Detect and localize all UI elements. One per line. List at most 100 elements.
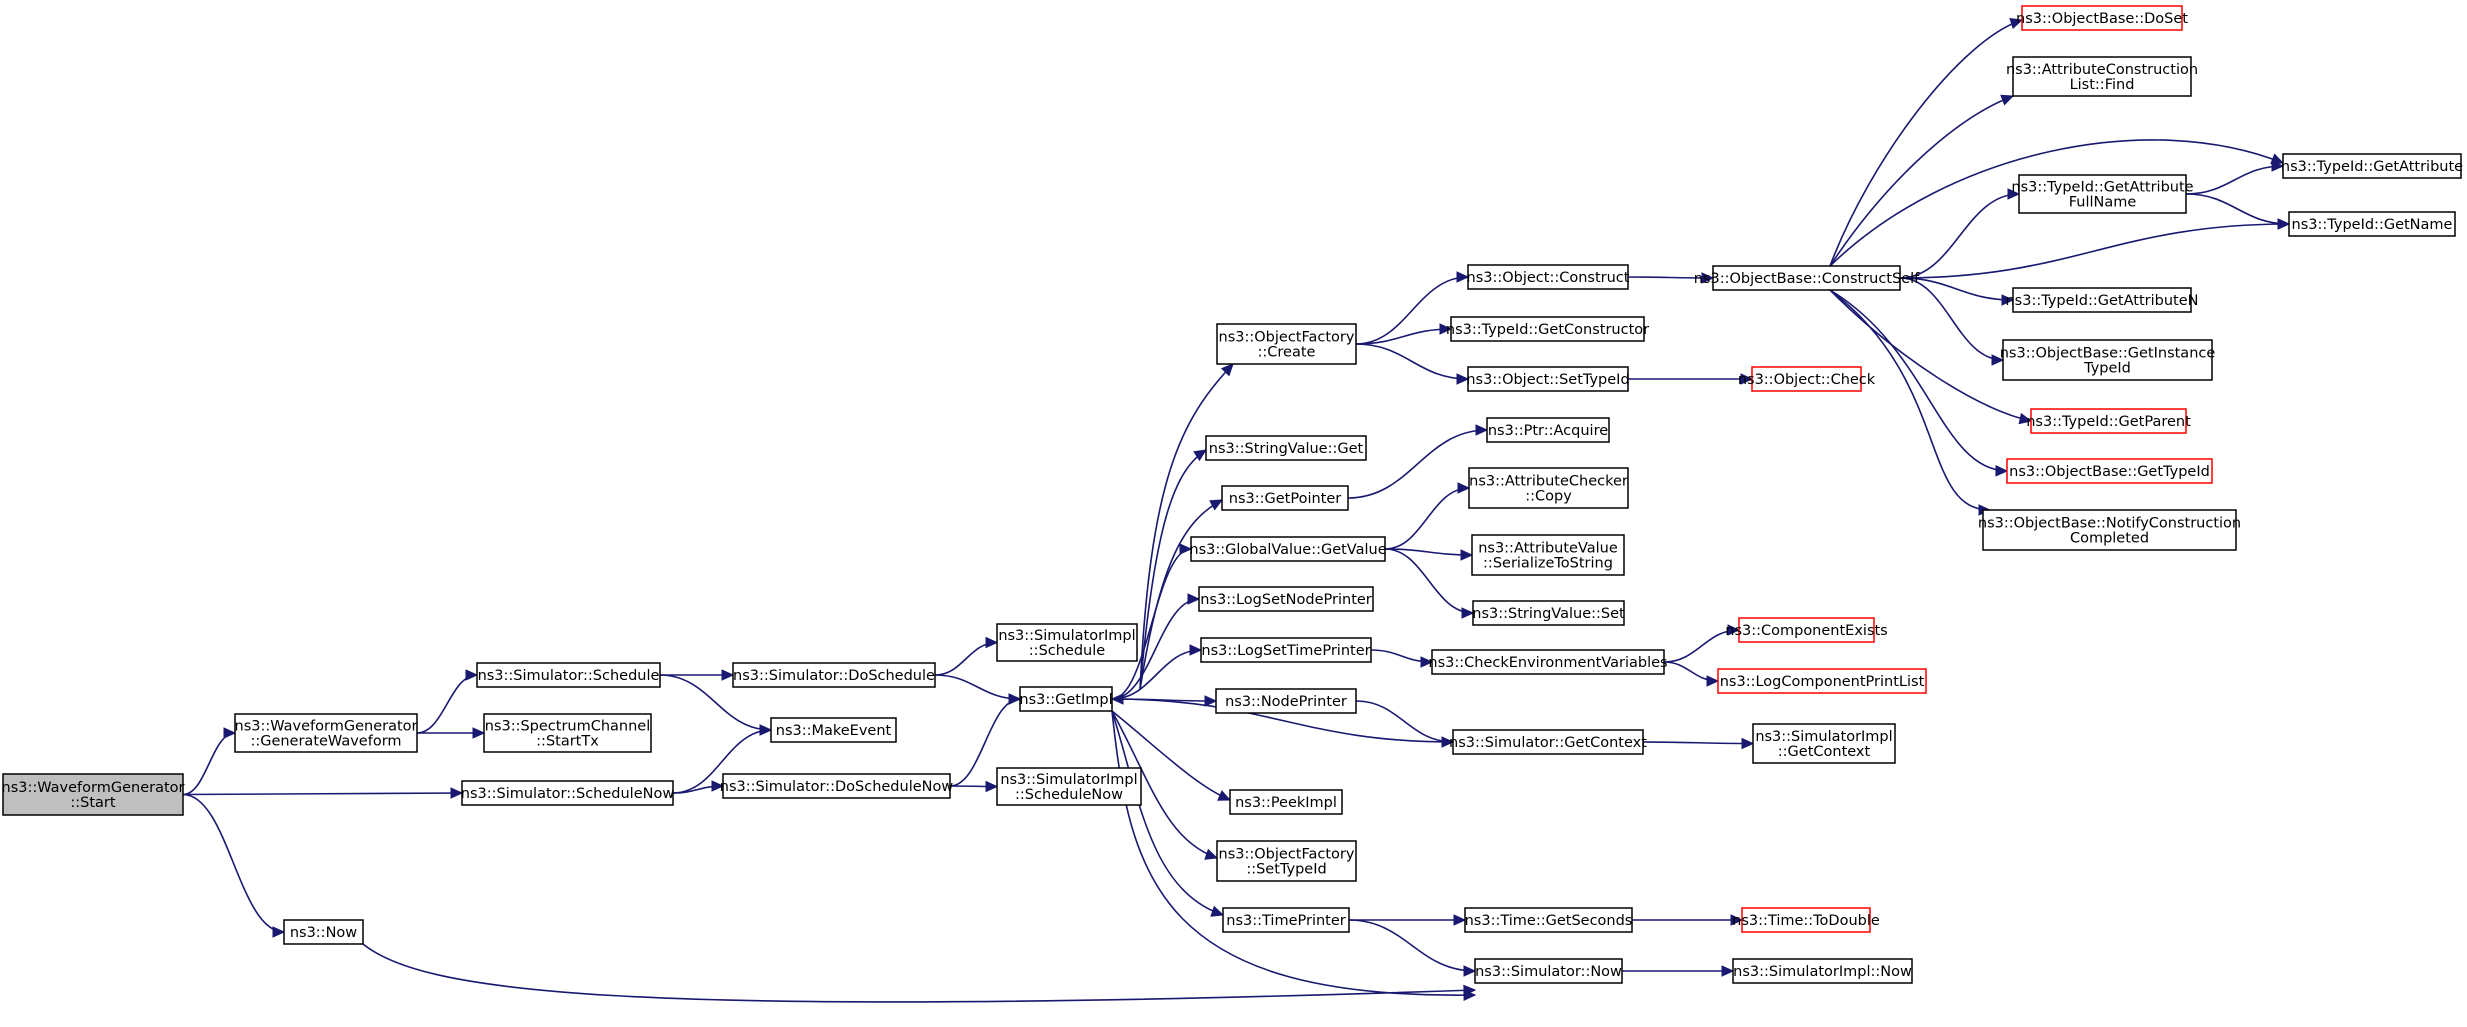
node-peekimpl[interactable]: ns3::PeekImpl — [1229, 789, 1343, 815]
node-label: ns3::AttributeConstruction — [2006, 62, 2198, 78]
node-sim_now[interactable]: ns3::Simulator::Now — [1474, 958, 1623, 984]
node-stringvalue_get[interactable]: ns3::StringValue::Get — [1205, 435, 1367, 461]
node-simimpl_schedulenow[interactable]: ns3::SimulatorImpl::ScheduleNow — [996, 767, 1142, 806]
node-box — [1468, 467, 1629, 509]
node-time_getseconds[interactable]: ns3::Time::GetSeconds — [1464, 907, 1633, 933]
node-label: ::SerializeToString — [1483, 556, 1613, 572]
node-schedulenow[interactable]: ns3::Simulator::ScheduleNow — [461, 780, 675, 806]
node-object_check[interactable]: ns3::Object::Check — [1738, 366, 1876, 392]
node-typeid_getparent[interactable]: ns3::TypeId::GetParent — [2026, 408, 2191, 434]
node-label: ns3::TimePrinter — [1226, 913, 1346, 929]
node-label: ns3::SimulatorImpl — [998, 628, 1135, 644]
node-simimpl_getcontext[interactable]: ns3::SimulatorImpl::GetContext — [1752, 723, 1896, 764]
node-attrvalue_serialize[interactable]: ns3::AttributeValue::SerializeToString — [1471, 534, 1625, 576]
node-object_settypeid[interactable]: ns3::Object::SetTypeId — [1466, 366, 1630, 392]
edge-genwave-to-schedule — [416, 669, 479, 734]
node-attrchecker_copy[interactable]: ns3::AttributeChecker::Copy — [1468, 467, 1629, 509]
node-objfactory_settypeid[interactable]: ns3::ObjectFactory::SetTypeId — [1216, 840, 1357, 882]
node-time_todouble[interactable]: ns3::Time::ToDouble — [1732, 907, 1880, 933]
node-componentexists[interactable]: ns3::ComponentExists — [1725, 617, 1888, 643]
node-box — [996, 623, 1138, 662]
node-label: ns3::LogSetNodePrinter — [1200, 592, 1372, 608]
node-label: ns3::Simulator::ScheduleNow — [461, 786, 675, 802]
edge-schedulenow-to-doschedulenow — [672, 780, 725, 794]
node-objbase_doset[interactable]: ns3::ObjectBase::DoSet — [2016, 5, 2188, 31]
node-box — [1215, 688, 1357, 714]
node-label: ns3::ObjectBase::GetInstance — [2000, 346, 2216, 362]
edge-objfactory_create-to-object_settypeid — [1355, 343, 1470, 385]
edge-doschedulenow-to-simimpl_schedulenow — [949, 780, 999, 793]
edge-objbase_constructself-to-objbase_notifyconstruction — [1829, 289, 1992, 516]
edge-globalvalue_getvalue-to-stringvalue_set — [1384, 548, 1475, 619]
edge-sim_getcontext-to-simimpl_getcontext — [1642, 737, 1755, 750]
node-objbase_constructself[interactable]: ns3::ObjectBase::ConstructSelf — [1694, 265, 1920, 291]
node-label: ns3::NodePrinter — [1225, 694, 1347, 710]
node-label: ns3::GlobalValue::GetValue — [1189, 542, 1386, 558]
node-start[interactable]: ns3::WaveformGenerator::Start — [2, 773, 185, 816]
node-label: ns3::TypeId::GetConstructor — [1446, 322, 1649, 338]
edge-sim_getcontext-to-getimpl — [1110, 693, 1454, 743]
node-simimpl_now[interactable]: ns3::SimulatorImpl::Now — [1732, 958, 1913, 984]
node-label: ::SetTypeId — [1246, 862, 1326, 878]
node-ptr_acquire[interactable]: ns3::Ptr::Acquire — [1486, 417, 1610, 443]
node-label: ns3::LogSetTimePrinter — [1201, 643, 1370, 659]
node-box — [1471, 534, 1625, 576]
node-schedule[interactable]: ns3::Simulator::Schedule — [476, 662, 661, 688]
node-label: ns3::TypeId::GetParent — [2026, 414, 2191, 430]
node-globalvalue_getvalue[interactable]: ns3::GlobalValue::GetValue — [1189, 536, 1387, 562]
node-label: ns3::GetImpl — [1019, 692, 1112, 708]
node-typeid_getattribute[interactable]: ns3::TypeId::GetAttribute — [2281, 153, 2463, 179]
node-logcomponentprintlist[interactable]: ns3::LogComponentPrintList — [1717, 668, 1927, 694]
node-label: ::GetContext — [1778, 744, 1871, 760]
node-checkenv[interactable]: ns3::CheckEnvironmentVariables — [1428, 649, 1668, 675]
node-box — [2030, 408, 2187, 434]
node-sim_getcontext[interactable]: ns3::Simulator::GetContext — [1449, 729, 1647, 755]
node-typeid_getattributen[interactable]: ns3::TypeId::GetAttributeN — [2005, 287, 2199, 313]
node-objbase_gettypeid[interactable]: ns3::ObjectBase::GetTypeId — [2006, 458, 2213, 484]
node-getimpl[interactable]: ns3::GetImpl — [1019, 686, 1113, 712]
node-now_root[interactable]: ns3::Now — [283, 919, 364, 945]
node-box — [1200, 637, 1372, 663]
node-timeprinter[interactable]: ns3::TimePrinter — [1222, 907, 1350, 933]
node-logsettimeprinter[interactable]: ns3::LogSetTimePrinter — [1200, 637, 1372, 663]
node-stringvalue_set[interactable]: ns3::StringValue::Set — [1472, 600, 1625, 626]
node-label: ns3::Simulator::Schedule — [478, 668, 660, 684]
node-box — [1486, 417, 1610, 443]
node-genwave[interactable]: ns3::WaveformGenerator::GenerateWaveform — [234, 713, 418, 753]
node-doschedule[interactable]: ns3::Simulator::DoSchedule — [732, 662, 936, 688]
node-box — [1216, 840, 1357, 882]
edge-now_root-to-sim_now — [362, 943, 1477, 1003]
node-doschedulenow[interactable]: ns3::Simulator::DoScheduleNow — [720, 773, 954, 799]
edge-start-to-now_root — [182, 793, 286, 938]
node-label: ns3::CheckEnvironmentVariables — [1428, 655, 1667, 671]
node-typeid_getconstructor[interactable]: ns3::TypeId::GetConstructor — [1446, 316, 1649, 342]
node-box — [770, 717, 897, 743]
edge-logsettimeprinter-to-checkenv — [1370, 649, 1434, 668]
node-objfactory_create[interactable]: ns3::ObjectFactory::Create — [1216, 323, 1357, 365]
node-label: ns3::SpectrumChannel — [485, 719, 651, 735]
node-label: ns3::Object::Check — [1738, 372, 1876, 388]
edge-objfactory_create-to-typeid_getconstructor — [1355, 323, 1453, 345]
node-label: ns3::TypeId::GetAttribute — [2011, 180, 2193, 196]
node-object_construct[interactable]: ns3::Object::Construct — [1467, 264, 1630, 290]
node-makeevent[interactable]: ns3::MakeEvent — [770, 717, 897, 743]
node-label: ns3::Ptr::Acquire — [1488, 423, 1608, 439]
node-simimpl_schedule[interactable]: ns3::SimulatorImpl::Schedule — [996, 623, 1138, 662]
node-getpointer[interactable]: ns3::GetPointer — [1221, 485, 1349, 511]
node-label: ns3::PeekImpl — [1235, 795, 1337, 811]
node-box — [1205, 435, 1367, 461]
node-box — [1019, 686, 1113, 712]
edge-getimpl-to-objfactory_settypeid — [1111, 710, 1219, 860]
node-label: ns3::SimulatorImpl — [1755, 729, 1892, 745]
node-starttx[interactable]: ns3::SpectrumChannel::StartTx — [483, 713, 652, 753]
node-objbase_notifyconstruction[interactable]: ns3::ObjectBase::NotifyConstructionCompl… — [1978, 509, 2241, 551]
node-label: ns3::ObjectFactory — [1219, 847, 1355, 863]
node-typeid_getname[interactable]: ns3::TypeId::GetName — [2288, 211, 2456, 237]
node-label: ns3::Now — [290, 925, 357, 941]
node-nodeprinter[interactable]: ns3::NodePrinter — [1215, 688, 1357, 714]
edge-start-to-genwave — [182, 727, 237, 796]
node-logsetnodeprinter[interactable]: ns3::LogSetNodePrinter — [1198, 586, 1374, 612]
